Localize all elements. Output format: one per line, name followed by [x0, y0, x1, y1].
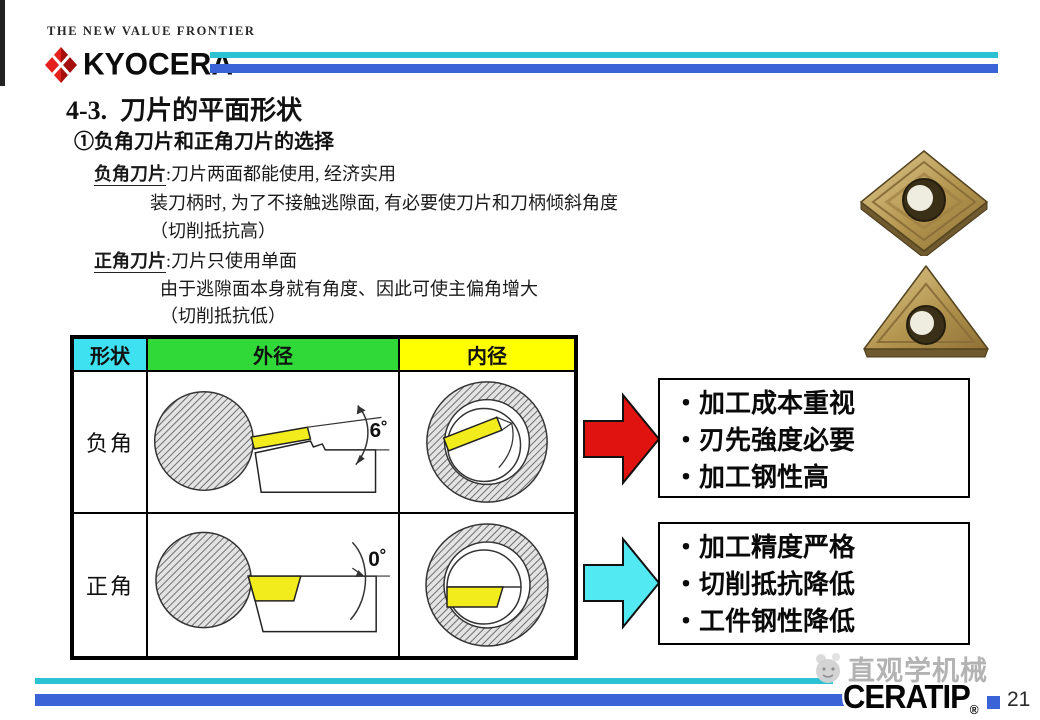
watermark-text: 直观学机械 — [848, 656, 988, 686]
insert-photo-diamond — [853, 148, 995, 261]
mascot-icon — [816, 652, 840, 683]
watermark: 直观学机械 — [812, 649, 988, 688]
ceratip-wordmark: CERATIP — [843, 677, 971, 716]
kyocera-logo: KYOCERA — [44, 46, 233, 84]
table-row-negative: 负角 6˚ — [74, 372, 574, 514]
diagram-positive-od: 0˚ — [148, 514, 400, 656]
table-header-row: 形状 外径 内径 — [74, 339, 574, 372]
callout-item: ・切削抵抗降低 — [673, 570, 856, 599]
definition-positive-line1: 正角刀片:刀片只使用单面 — [94, 247, 297, 273]
diagram-positive-id — [400, 514, 574, 656]
insert-negative-od — [250, 426, 312, 450]
registered-mark: ® — [969, 702, 979, 718]
page-title: 4-3. 刀片的平面形状 — [66, 96, 303, 125]
red-arrow-icon — [583, 383, 661, 500]
definition-positive-text: 刀片只使用单面 — [171, 251, 298, 271]
definition-separator: : — [166, 251, 172, 271]
table-header-od-label: 外径 — [253, 346, 293, 368]
angle-label-negative: 6˚ — [370, 419, 388, 442]
row-negative-label: 负角 — [74, 372, 148, 514]
top-stripe-cyan — [210, 52, 998, 58]
scan-artifact — [0, 0, 5, 86]
definition-positive-term: 正角刀片 — [94, 251, 166, 273]
diagram-negative-id-drawing — [426, 381, 548, 503]
brand-tagline: THE NEW VALUE FRONTIER — [47, 24, 256, 38]
page-number: 21 — [1007, 688, 1031, 711]
diagram-negative-od-drawing: 6˚ — [153, 390, 390, 494]
diagram-negative-od: 6˚ — [148, 372, 400, 514]
insert-positive-od — [247, 575, 302, 602]
definition-separator: : — [166, 164, 172, 184]
definition-positive-line2: 由于逃隙面本身就有角度、因此可使主偏角增大 — [160, 279, 538, 299]
cyan-arrow-icon — [583, 527, 661, 644]
kyocera-wordmark: KYOCERA — [83, 47, 234, 82]
callout-item: ・加工成本重视 — [673, 389, 856, 418]
diagram-negative-id — [400, 372, 574, 514]
table-header-id-label: 内径 — [467, 346, 507, 368]
logo-square — [987, 696, 1000, 709]
top-stripe-blue — [210, 64, 998, 73]
definition-negative-term: 负角刀片 — [94, 164, 166, 186]
table-header-shape-label: 形状 — [90, 346, 130, 368]
callout-box-positive: ・加工精度严格 ・切削抵抗降低 ・工件钢性降低 — [658, 522, 970, 645]
callout-item: ・工件钢性降低 — [673, 607, 856, 636]
callout-item: ・刃先強度必要 — [673, 426, 856, 455]
table-header-shape: 形状 — [74, 339, 148, 372]
table-header-od: 外径 — [148, 339, 400, 372]
insert-negative-id — [442, 416, 503, 452]
insert-positive-id — [446, 586, 505, 608]
row-positive-label: 正角 — [74, 514, 148, 656]
diagram-positive-od-drawing: 0˚ — [155, 531, 391, 633]
table-header-id: 内径 — [400, 339, 574, 372]
definition-negative-text: 刀片两面都能使用, 经济实用 — [171, 164, 397, 184]
bottom-stripe-blue — [35, 694, 845, 706]
page-subtitle: ①负角刀片和正角刀片的选择 — [74, 131, 334, 153]
angle-label-positive: 0˚ — [368, 548, 387, 571]
definition-negative-line3: （切削抵抗高） — [150, 221, 276, 241]
table-row-positive: 正角 0˚ — [74, 514, 574, 656]
insert-photo-triangle — [858, 262, 994, 367]
definition-negative-line1: 负角刀片:刀片两面都能使用, 经济实用 — [94, 160, 396, 186]
callout-item: ・加工精度严格 — [673, 533, 856, 562]
diagram-positive-id-drawing — [425, 523, 549, 647]
bottom-stripe-cyan — [35, 678, 833, 684]
callout-box-negative: ・加工成本重视 ・刃先強度必要 ・加工钢性高 — [658, 378, 970, 498]
definition-positive-line3: （切削抵抗低） — [160, 306, 286, 326]
shape-table: 形状 外径 内径 负角 6˚ — [70, 335, 578, 660]
definition-negative-line2: 装刀柄时, 为了不接触逃隙面, 有必要使刀片和刀柄倾斜角度 — [150, 193, 618, 213]
ceratip-logo: CERATIP® — [843, 678, 979, 718]
callout-item: ・加工钢性高 — [673, 463, 830, 492]
kyocera-mark-icon — [45, 47, 77, 83]
